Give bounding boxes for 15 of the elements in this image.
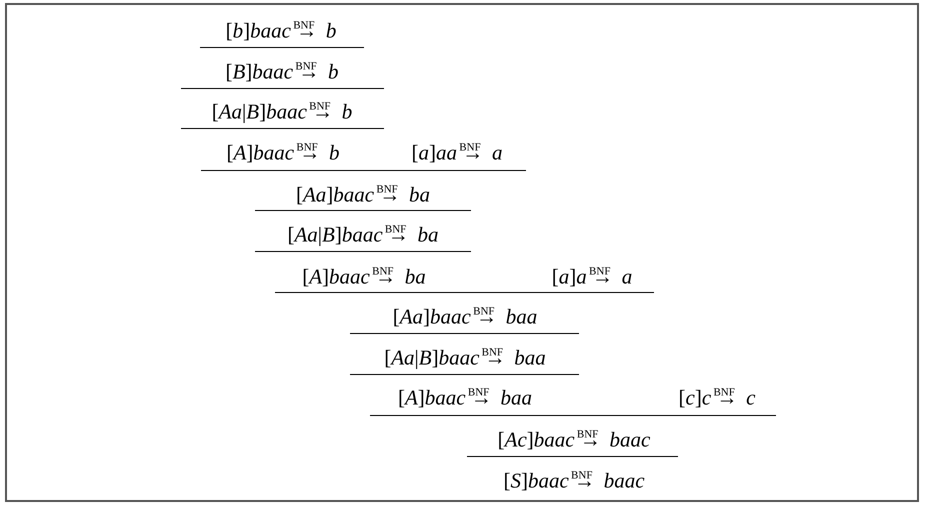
judgment-formula: [A]baac →$^{BNF}$ b (226, 140, 340, 164)
judgment-formula: [Aa|B]baac →$^{BNF}$ ba (287, 222, 439, 246)
judgment-formula: [c]c →$^{BNF}$ c (678, 384, 756, 410)
judgment-formula: [Aa|B]baac →$^{BNF}$ baa (384, 344, 546, 370)
judgment-formula: [A]baac →$^{BNF}$ ba (302, 264, 426, 288)
judgment-formula: [Ac]baac →$^{BNF}$ baac (498, 426, 650, 452)
judgment-formula: [a]aa →$^{BNF}$ a (412, 140, 502, 164)
judgment-formula: [A]baac →$^{BNF}$ baa (398, 384, 532, 410)
judgment-formula: [S]baac →$^{BNF}$ baac (503, 468, 645, 492)
judgment-formula: [Aa|B]baac →$^{BNF}$ b (212, 98, 352, 124)
judgment-formula: [Aa]baac →$^{BNF}$ ba (296, 182, 430, 206)
judgment-formula: [b]baac →$^{BNF}$ b (226, 18, 336, 42)
judgment-formula: [a]a →$^{BNF}$ a (552, 264, 632, 288)
judgment-formula: [Aa]baac →$^{BNF}$ baa (392, 304, 538, 328)
judgment-formula: [B]baac →$^{BNF}$ b (225, 58, 339, 84)
